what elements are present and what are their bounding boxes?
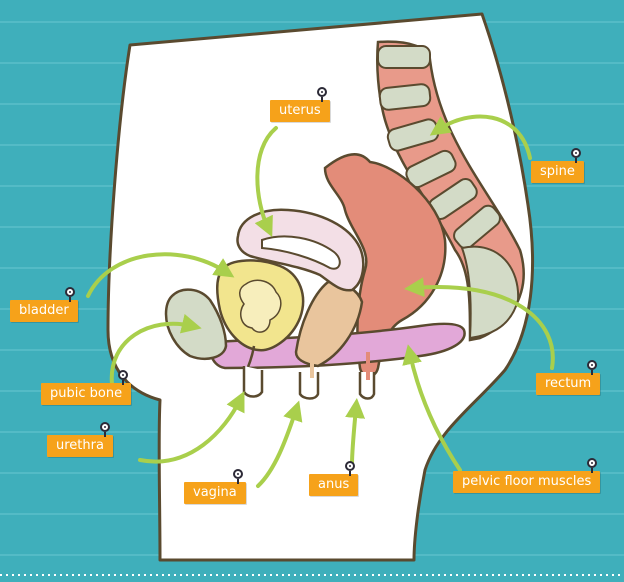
- pin-stem: [103, 432, 106, 437]
- pin-icon: [316, 87, 327, 97]
- pin-stem: [236, 479, 239, 484]
- arrow-pelvic-floor: [402, 344, 462, 472]
- label-spine-text: spine: [540, 164, 575, 179]
- label-vagina: vagina: [184, 469, 246, 504]
- arrow-bladder: [86, 252, 235, 298]
- label-pubic-bone: pubic bone: [41, 370, 132, 405]
- arrow-spine: [429, 114, 532, 160]
- label-rectum: rectum: [536, 360, 601, 395]
- label-spine: spine: [531, 148, 584, 183]
- arrow-rectum: [404, 277, 555, 370]
- arrow-urethra: [138, 391, 245, 464]
- arrow-vagina: [256, 400, 303, 488]
- bladder-inner: [239, 279, 282, 333]
- pin-icon: [570, 148, 581, 158]
- pin-icon: [587, 360, 598, 370]
- arrow-uterus: [254, 126, 278, 238]
- label-rectum-text: rectum: [545, 376, 592, 391]
- label-uterus: uterus: [270, 87, 330, 122]
- pin-stem: [68, 297, 71, 302]
- label-uterus-text: uterus: [279, 103, 321, 118]
- arrow-anus: [345, 398, 366, 466]
- pin-icon: [587, 458, 598, 468]
- pin-icon: [232, 469, 243, 479]
- pin-stem: [349, 471, 352, 476]
- pin-stem: [591, 468, 594, 473]
- pin-icon: [99, 422, 110, 432]
- pin-icon: [118, 370, 129, 380]
- label-pubic-bone-text: pubic bone: [50, 386, 123, 401]
- pin-stem: [574, 158, 577, 163]
- label-urethra-text: urethra: [56, 438, 104, 453]
- label-anus-text: anus: [318, 477, 350, 492]
- uterine-cavity: [261, 235, 341, 270]
- label-vagina-text: vagina: [193, 485, 237, 500]
- label-bladder: bladder: [10, 287, 78, 322]
- pin-stem: [122, 380, 125, 385]
- pin-stem: [591, 370, 594, 375]
- label-arrows: [86, 114, 555, 488]
- arrow-pubic-bone: [109, 313, 202, 386]
- label-pelvic-floor-muscles: pelvic floor muscles: [453, 458, 601, 493]
- label-pelvic-floor-muscles-text: pelvic floor muscles: [462, 474, 592, 489]
- label-anus: anus: [309, 461, 359, 496]
- vagina-shape: [294, 280, 364, 368]
- label-urethra: urethra: [47, 422, 113, 457]
- pin-icon: [64, 287, 75, 297]
- pin-icon: [345, 461, 356, 471]
- pin-stem: [320, 97, 323, 102]
- label-bladder-text: bladder: [19, 303, 69, 318]
